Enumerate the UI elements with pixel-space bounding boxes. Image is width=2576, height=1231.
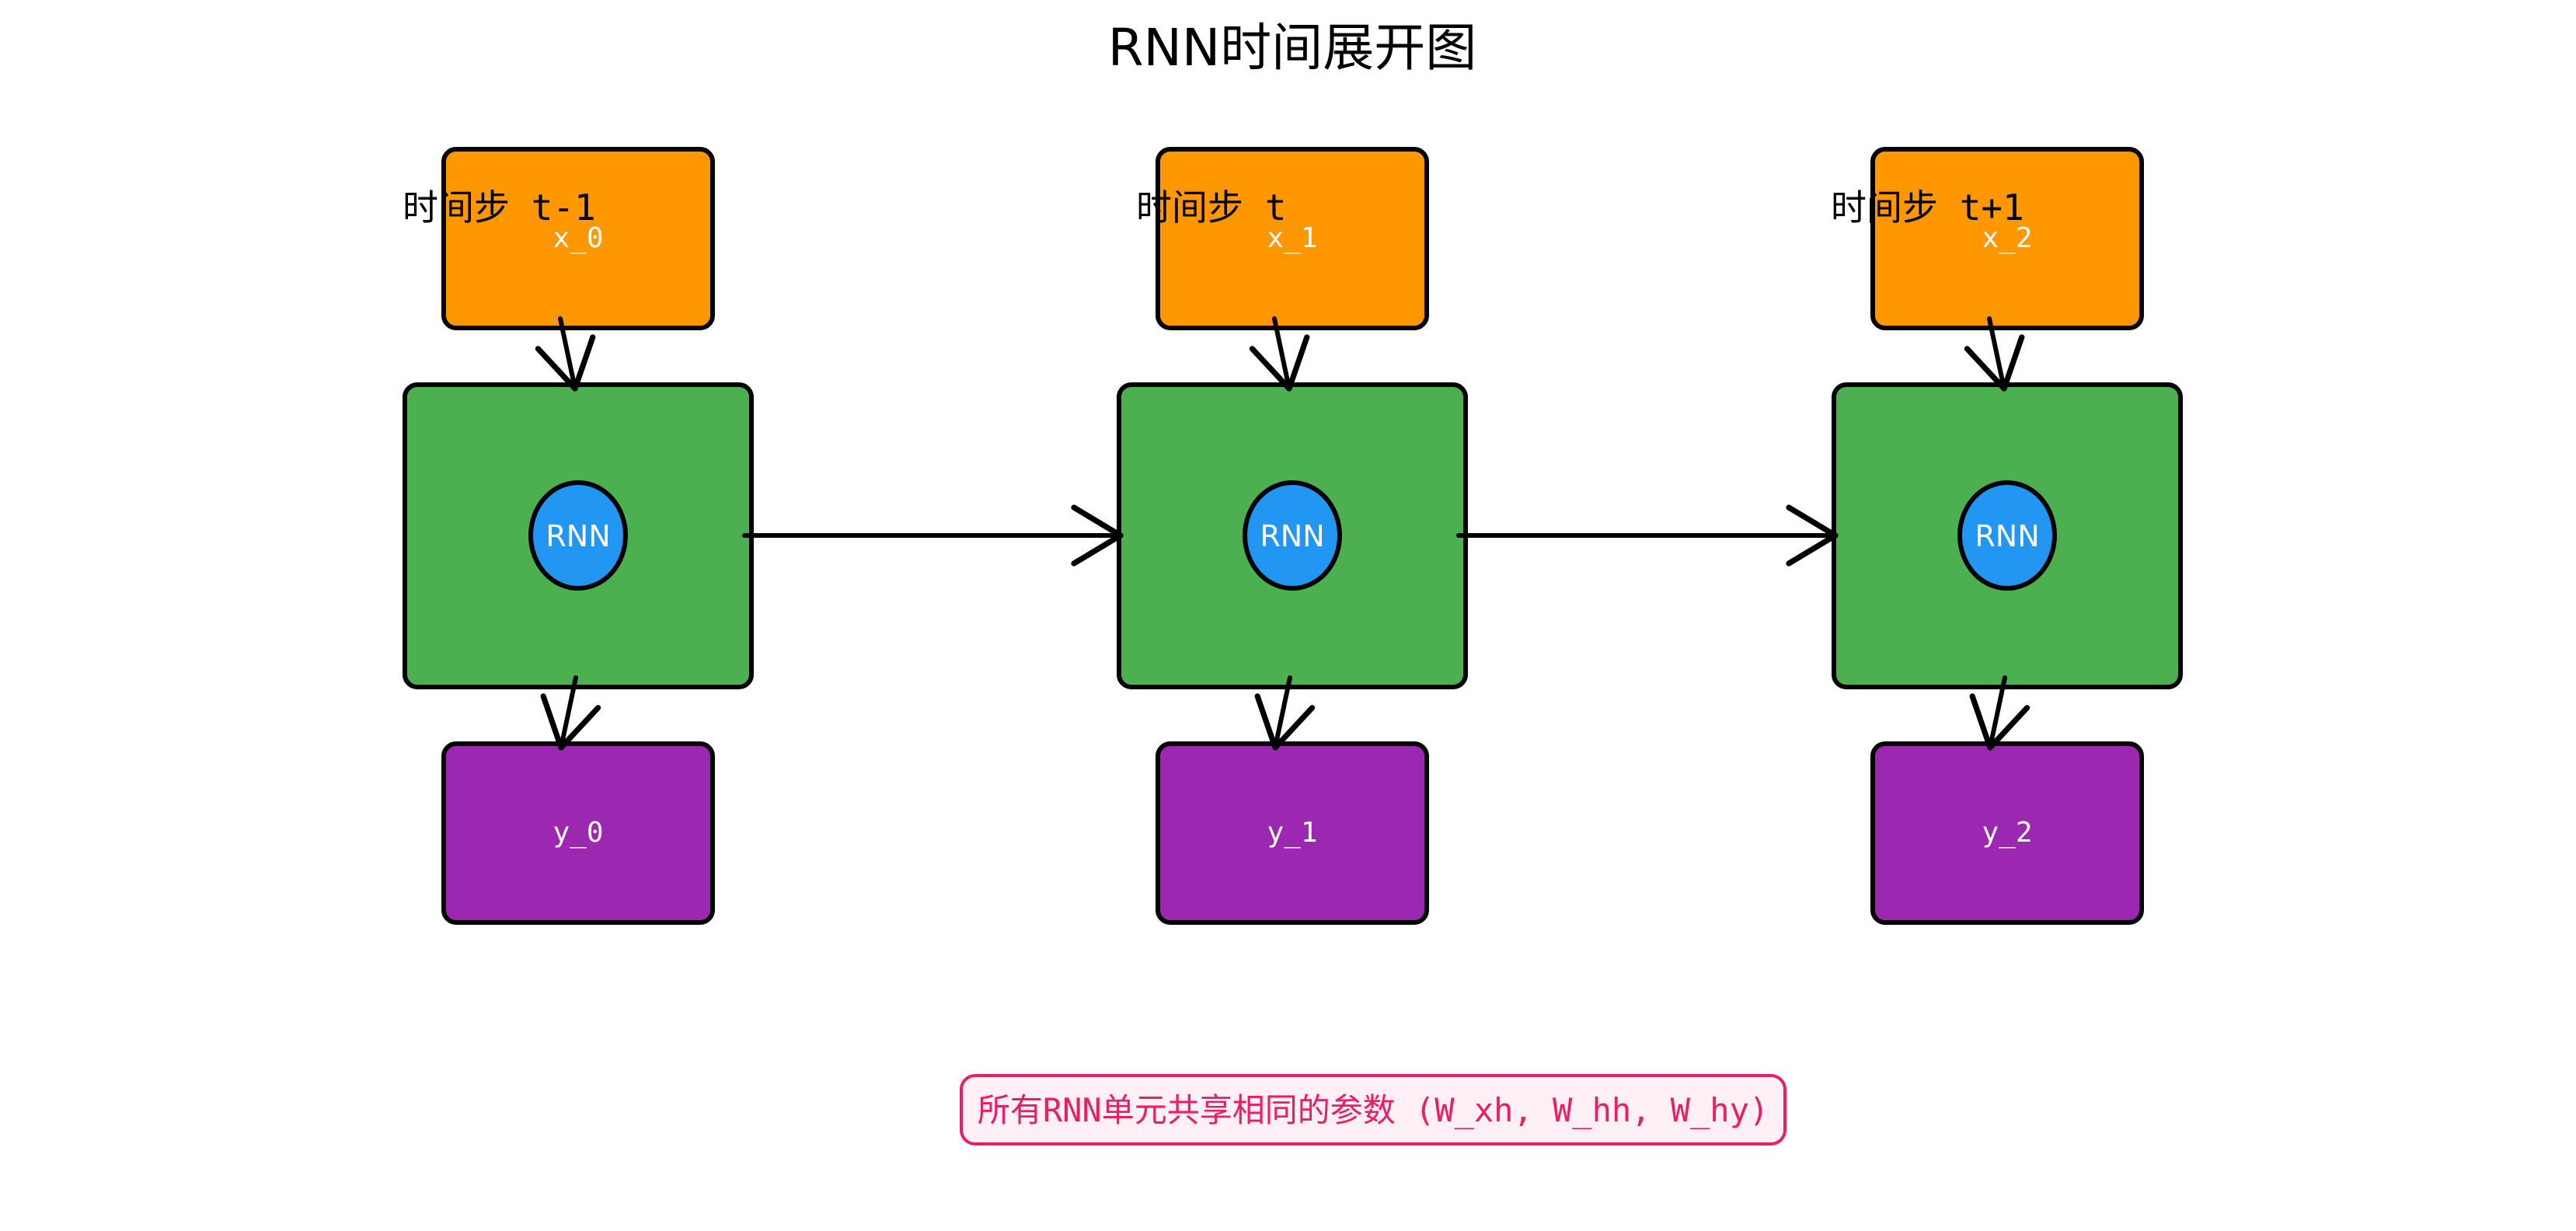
rnn-core-0	[528, 480, 628, 591]
time-step-2: x_2 RNN y_2 时间步 t+1	[1831, 147, 2183, 925]
cell-to-output-arrow-0	[540, 675, 601, 751]
time-step-0: x_0 RNN y_0 时间步 t-1	[403, 147, 754, 925]
note-box	[960, 1074, 1786, 1146]
rnn-core-label-2: RNN	[1975, 519, 2039, 553]
input-label-0: x_0	[552, 222, 603, 254]
input-label-1: x_1	[1267, 222, 1317, 254]
input-to-cell-arrow-0	[535, 316, 596, 392]
rnn-core-label-1: RNN	[1260, 519, 1324, 553]
rnn-core-1	[1243, 480, 1342, 591]
time-step-label-0: 时间步 t-1	[403, 187, 596, 228]
input-box-1	[1156, 147, 1429, 330]
input-to-cell-arrow-2	[1964, 316, 2025, 392]
rnn-core-label-0: RNN	[546, 519, 610, 553]
output-label-0: y_0	[552, 817, 603, 849]
input-to-cell-arrow-1	[1249, 316, 1310, 392]
time-step-label-1: 时间步 t	[1136, 187, 1286, 228]
input-label-2: x_2	[1982, 222, 2032, 254]
input-box-2	[1870, 147, 2144, 330]
diagram-title: RNN时间展开图	[1108, 18, 1477, 78]
cell-to-output-arrow-2	[1969, 675, 2030, 751]
time-step-label-2: 时间步 t+1	[1831, 187, 2024, 228]
note-text: 所有RNN单元共享相同的参数 (W_xh, W_hh, W_hy)	[978, 1091, 1769, 1129]
cell-to-output-arrow-1	[1254, 675, 1316, 751]
shared-params-note: 所有RNN单元共享相同的参数 (W_xh, W_hh, W_hy)	[960, 1074, 1786, 1146]
input-box-0	[441, 147, 715, 330]
output-label-1: y_1	[1267, 817, 1317, 849]
rnn-core-2	[1957, 480, 2057, 591]
output-label-2: y_2	[1982, 817, 2032, 849]
time-step-1: x_1 RNN y_1 时间步 t	[1117, 147, 1468, 925]
